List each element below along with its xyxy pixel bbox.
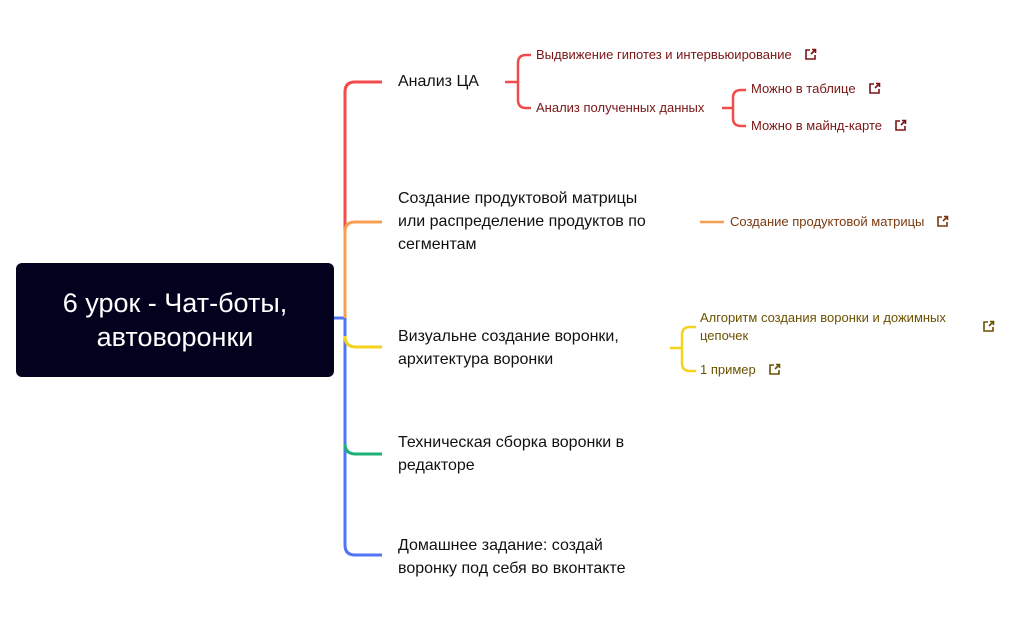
external-link-icon[interactable] (768, 363, 781, 376)
external-link-icon[interactable] (894, 119, 907, 132)
leaf-label-line: цепочек (700, 328, 749, 343)
topic-label-line: редакторе (398, 457, 475, 474)
leaf-in-mindmap[interactable]: Можно в майнд-карте (751, 117, 907, 135)
topic-label-line: Домашнее задание: создай (398, 537, 603, 554)
leaf-label: Выдвижение гипотез и интервьюирование (536, 47, 792, 62)
topic-label-line: или распределение продуктов по (398, 213, 646, 230)
leaf-label: Анализ полученных данных (536, 100, 705, 115)
external-link-icon[interactable] (868, 82, 881, 95)
leaf-hypotheses[interactable]: Выдвижение гипотез и интервьюирование (536, 46, 817, 64)
leaf-example-1[interactable]: 1 пример (700, 361, 781, 379)
topic-label-line: Создание продуктовой матрицы (398, 190, 638, 207)
leaf-funnel-algorithm[interactable]: Алгоритм создания воронки и дожимных цеп… (700, 309, 995, 345)
topic-funnel-visual[interactable]: Визуальне создание воронки, архитектура … (398, 325, 619, 371)
leaf-label: Можно в таблице (751, 81, 856, 96)
external-link-icon[interactable] (982, 320, 995, 333)
leaf-product-matrix[interactable]: Создание продуктовой матрицы (730, 213, 949, 231)
leaf-label: 1 пример (700, 362, 756, 377)
leaf-label: Создание продуктовой матрицы (730, 214, 925, 229)
leaf-label-line: Алгоритм создания воронки и дожимных (700, 310, 946, 325)
root-title-line2: автоворонки (96, 322, 254, 352)
leaf-in-table[interactable]: Можно в таблице (751, 80, 881, 98)
leaf-label: Можно в майнд-карте (751, 118, 883, 133)
topic-label: Анализ ЦА (398, 73, 479, 90)
topic-analysis-ca[interactable]: Анализ ЦА (398, 70, 479, 93)
topic-label-line: Визуальне создание воронки, (398, 328, 619, 345)
external-link-icon[interactable] (936, 215, 949, 228)
topic-technical-build[interactable]: Техническая сборка воронки в редакторе (398, 431, 624, 477)
topic-product-matrix[interactable]: Создание продуктовой матрицы или распред… (398, 187, 646, 256)
root-node[interactable]: 6 урок - Чат-боты, автоворонки (16, 263, 334, 377)
external-link-icon[interactable] (804, 48, 817, 61)
leaf-data-analysis[interactable]: Анализ полученных данных (536, 99, 704, 117)
topic-label-line: Техническая сборка воронки в (398, 434, 625, 451)
topic-label-line: архитектура воронки (398, 351, 554, 368)
root-title-line1: 6 урок - Чат-боты, (62, 288, 288, 318)
topic-homework[interactable]: Домашнее задание: создай воронку под себ… (398, 534, 625, 580)
topic-label-line: сегментам (398, 236, 477, 253)
topic-label-line: воронку под себя во вконтакте (398, 560, 626, 577)
